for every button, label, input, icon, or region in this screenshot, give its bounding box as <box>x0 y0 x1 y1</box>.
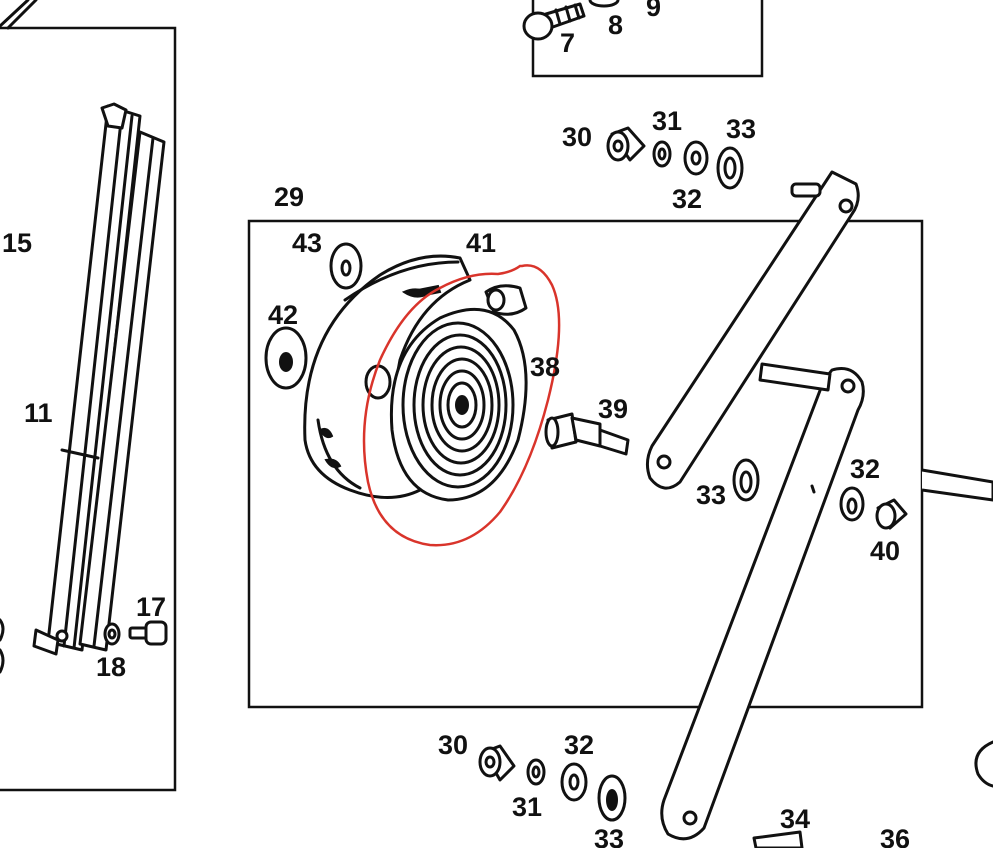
callout-33-mid: 33 <box>696 480 726 510</box>
callout-18: 18 <box>96 652 126 682</box>
washer-part-42 <box>264 326 308 390</box>
callout-7: 7 <box>560 28 575 58</box>
main-panel: 29 <box>247 170 993 841</box>
callout-17: 17 <box>136 592 166 622</box>
left-panel-corner-line <box>0 0 38 30</box>
callout-8: 8 <box>608 10 623 40</box>
washer-part-31-top <box>652 140 672 168</box>
washer-part-32-bottom <box>560 762 588 802</box>
drum-housing-part-41 <box>303 254 472 499</box>
washer-part-32-mid <box>839 486 865 522</box>
callout-41: 41 <box>466 228 496 258</box>
callout-43: 43 <box>292 228 322 258</box>
edge-fragment-left <box>0 618 5 674</box>
callout-30-top: 30 <box>562 122 592 152</box>
left-panel-frame <box>0 26 177 792</box>
pin-part-39 <box>544 412 630 456</box>
bottom-hardware-row: 30 32 31 33 34 36 <box>438 730 993 848</box>
left-panel: 15 11 17 18 <box>0 0 177 792</box>
callout-15: 15 <box>2 228 32 258</box>
rail-part-11 <box>32 102 166 656</box>
nut-part-30-bottom <box>478 744 516 782</box>
callout-32-top: 32 <box>672 184 702 214</box>
callout-33-top: 33 <box>726 114 756 144</box>
callout-30-bottom: 30 <box>438 730 468 760</box>
callout-42: 42 <box>268 300 298 330</box>
callout-34: 34 <box>780 804 810 834</box>
callout-40: 40 <box>870 536 900 566</box>
bolt-part-7 <box>522 2 586 41</box>
nut-part-30-top <box>606 126 646 162</box>
callout-32-bottom: 32 <box>564 730 594 760</box>
coil-spring-part-38 <box>389 284 528 502</box>
washer-part-32-top <box>683 140 709 176</box>
washer-part-18 <box>103 622 121 646</box>
lever-arm-upper <box>645 170 860 490</box>
edge-fragment-right <box>974 740 993 788</box>
callout-39: 39 <box>598 394 628 424</box>
bolt-part-34 <box>752 830 804 848</box>
callout-31-bottom: 31 <box>512 792 542 822</box>
callout-29: 29 <box>274 182 304 212</box>
nut-part-40 <box>875 498 908 530</box>
lockwasher-part-33-mid <box>732 458 760 502</box>
washer-part-43 <box>329 242 363 290</box>
top-hardware-row: 30 31 33 32 <box>562 106 756 214</box>
top-panel: 7 8 9 <box>522 0 764 78</box>
lockwasher-part-33-bottom <box>597 774 627 822</box>
washer-part-8 <box>588 0 620 8</box>
callout-11: 11 <box>24 398 53 428</box>
callout-33-bottom: 33 <box>594 824 624 848</box>
callout-38: 38 <box>530 352 560 382</box>
screw-part-17 <box>128 620 168 646</box>
callout-31-top: 31 <box>652 106 682 136</box>
callout-9: 9 <box>646 0 661 22</box>
lockwasher-part-33-top <box>716 146 744 190</box>
connecting-rod <box>921 468 993 502</box>
highlight-outline-part-38 <box>362 264 561 547</box>
callout-36: 36 <box>880 824 910 848</box>
washer-part-31-bottom <box>526 758 546 786</box>
callout-32-mid: 32 <box>850 454 880 484</box>
main-panel-frame <box>247 219 924 709</box>
lever-arm-lower <box>660 362 865 841</box>
